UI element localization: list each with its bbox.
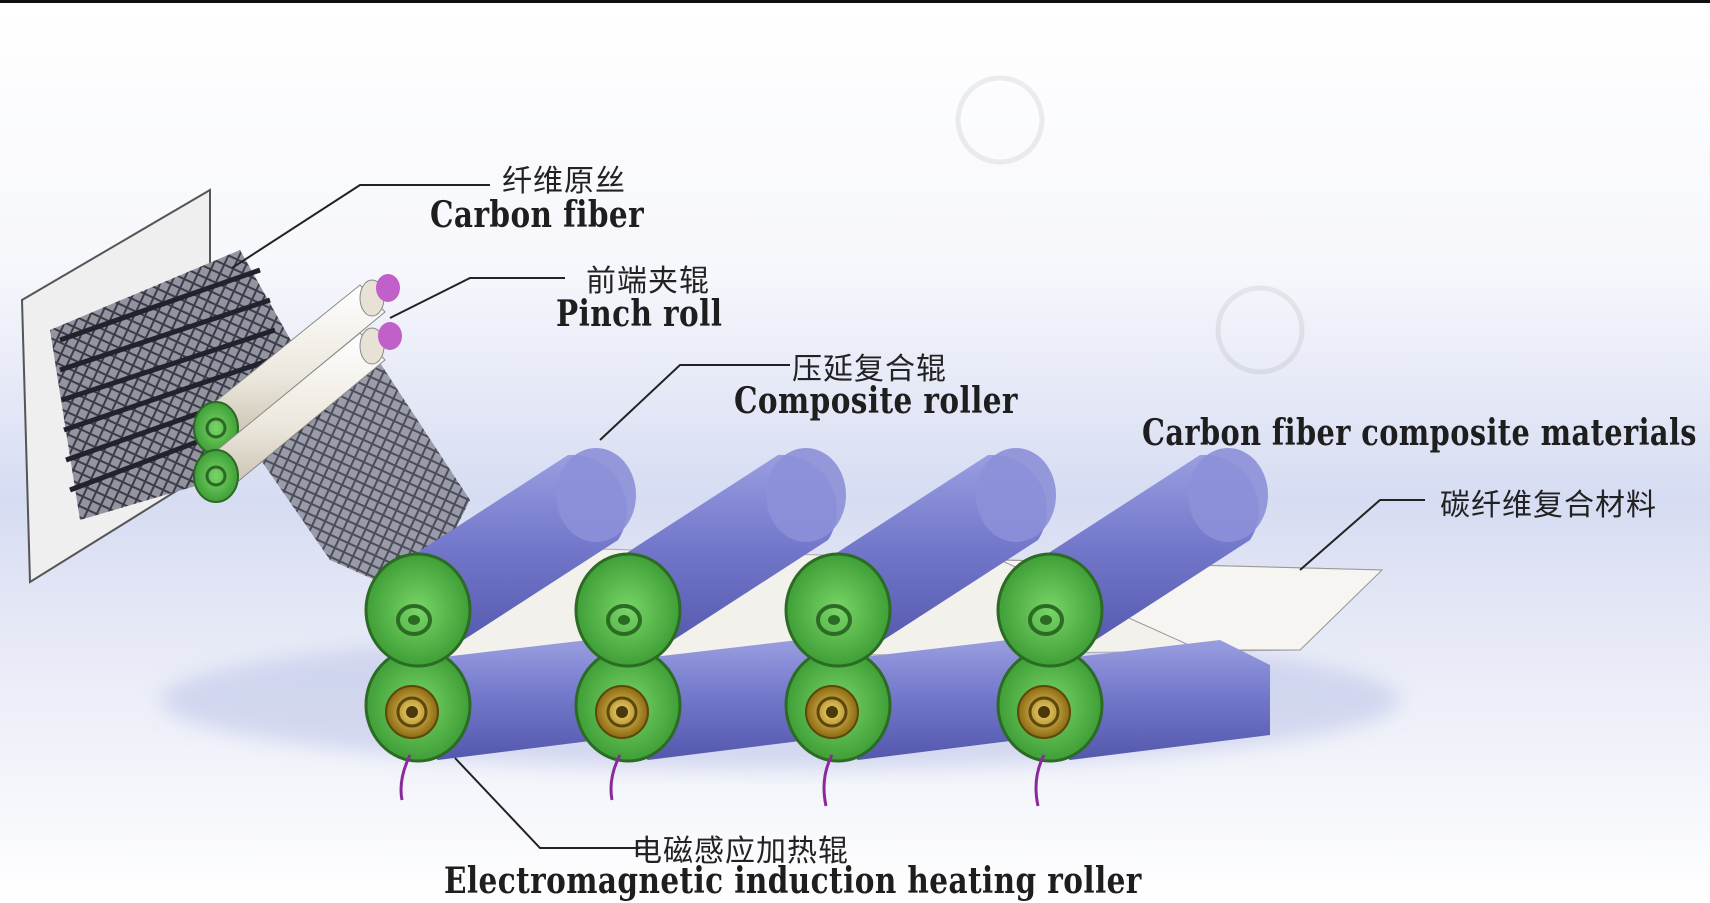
watermark-logo [955,75,1305,375]
label-carbon-fiber-en: Carbon fiber [430,194,645,236]
label-composite-materials-en: Carbon fiber composite materials [1142,412,1697,454]
label-pinch-roll-cn: 前端夹辊 [586,264,710,299]
leader-lines [231,184,1425,849]
label-carbon-fiber-cn: 纤维原丝 [502,164,626,199]
composite-roller-3 [784,448,1056,668]
label-composite-roller-en: Composite roller [734,380,1018,422]
composite-roller-4 [996,448,1268,668]
label-pinch-roll-en: Pinch roll [556,293,723,335]
label-heating-roller-cn: 电磁感应加热辊 [632,834,849,869]
label-composite-roller-cn: 压延复合辊 [792,352,947,387]
induction-wires [399,754,1046,807]
pinch-roll-bottom [193,322,402,503]
heating-roller-3 [784,640,1058,763]
label-heating-roller-en: Electromagnetic induction heating roller [444,860,1142,902]
heating-roller-4 [996,640,1270,763]
composite-roller-1 [364,448,636,668]
label-composite-materials-cn: 碳纤维复合材料 [1440,488,1657,523]
composite-roller-2 [574,448,846,668]
top-border [0,0,1710,3]
